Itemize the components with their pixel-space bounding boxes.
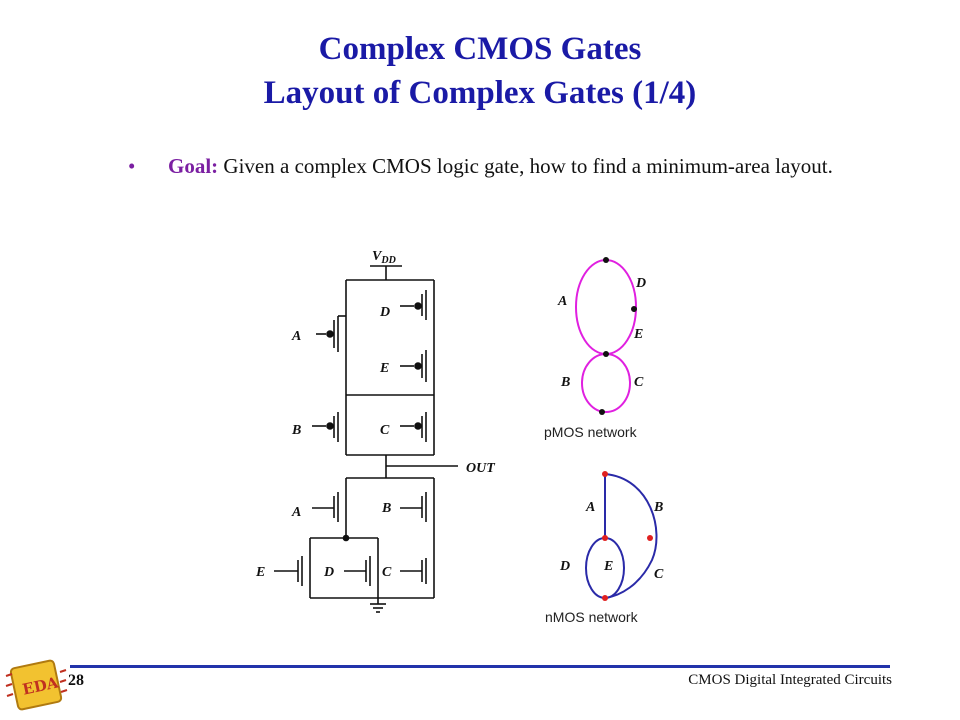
page-number: 28	[68, 672, 84, 689]
out-label: OUT	[466, 461, 496, 476]
pmos-graph-nodes	[599, 257, 637, 415]
nmos-input-d-label: D	[323, 565, 334, 580]
pmos-input-c-label: C	[380, 423, 390, 438]
pmos-input-a-label: A	[291, 329, 301, 344]
pmos-network-caption: pMOS network	[544, 424, 637, 440]
nmos-edge-e: E	[603, 559, 613, 574]
nmos-network-caption: nMOS network	[545, 609, 638, 625]
nmos-edge-c: C	[654, 567, 664, 582]
pmos-edge-a: A	[557, 294, 567, 309]
nmos-graph-nodes	[602, 471, 653, 601]
goal-label: Goal:	[168, 154, 219, 178]
pmos-edge-c: C	[634, 375, 644, 390]
nmos-input-a-label: A	[291, 505, 301, 520]
vdd-label: VDD	[372, 249, 396, 266]
slide-title-line2: Layout of Complex Gates (1/4)	[263, 75, 697, 111]
pmos-edge-b: B	[560, 375, 570, 390]
pmos-input-e-label: E	[379, 361, 389, 376]
nmos-edge-d: D	[559, 559, 570, 574]
nmos-graph	[585, 473, 658, 599]
cmos-schematic	[274, 265, 458, 613]
goal-description: Given a complex CMOS logic gate, how to …	[218, 154, 833, 178]
pmos-edge-e: E	[633, 327, 643, 342]
eda-logo-icon: EDA	[5, 659, 68, 711]
footer-divider	[70, 665, 890, 668]
nmos-input-c-label: C	[382, 565, 392, 580]
nmos-input-b-label: B	[381, 501, 391, 516]
pmos-input-d-label: D	[379, 305, 390, 320]
nmos-edge-a: A	[585, 500, 595, 515]
pmos-input-b-label: B	[291, 423, 301, 438]
nmos-edge-b: B	[653, 500, 663, 515]
nmos-input-e-label: E	[255, 565, 265, 580]
pmos-edge-d: D	[635, 276, 646, 291]
slide-title-line1: Complex CMOS Gates	[318, 31, 642, 67]
bullet-dot: •	[128, 154, 136, 178]
goal-text: Goal: Given a complex CMOS logic gate, h…	[168, 150, 848, 182]
course-name: CMOS Digital Integrated Circuits	[688, 672, 892, 688]
pmos-graph	[575, 259, 637, 413]
